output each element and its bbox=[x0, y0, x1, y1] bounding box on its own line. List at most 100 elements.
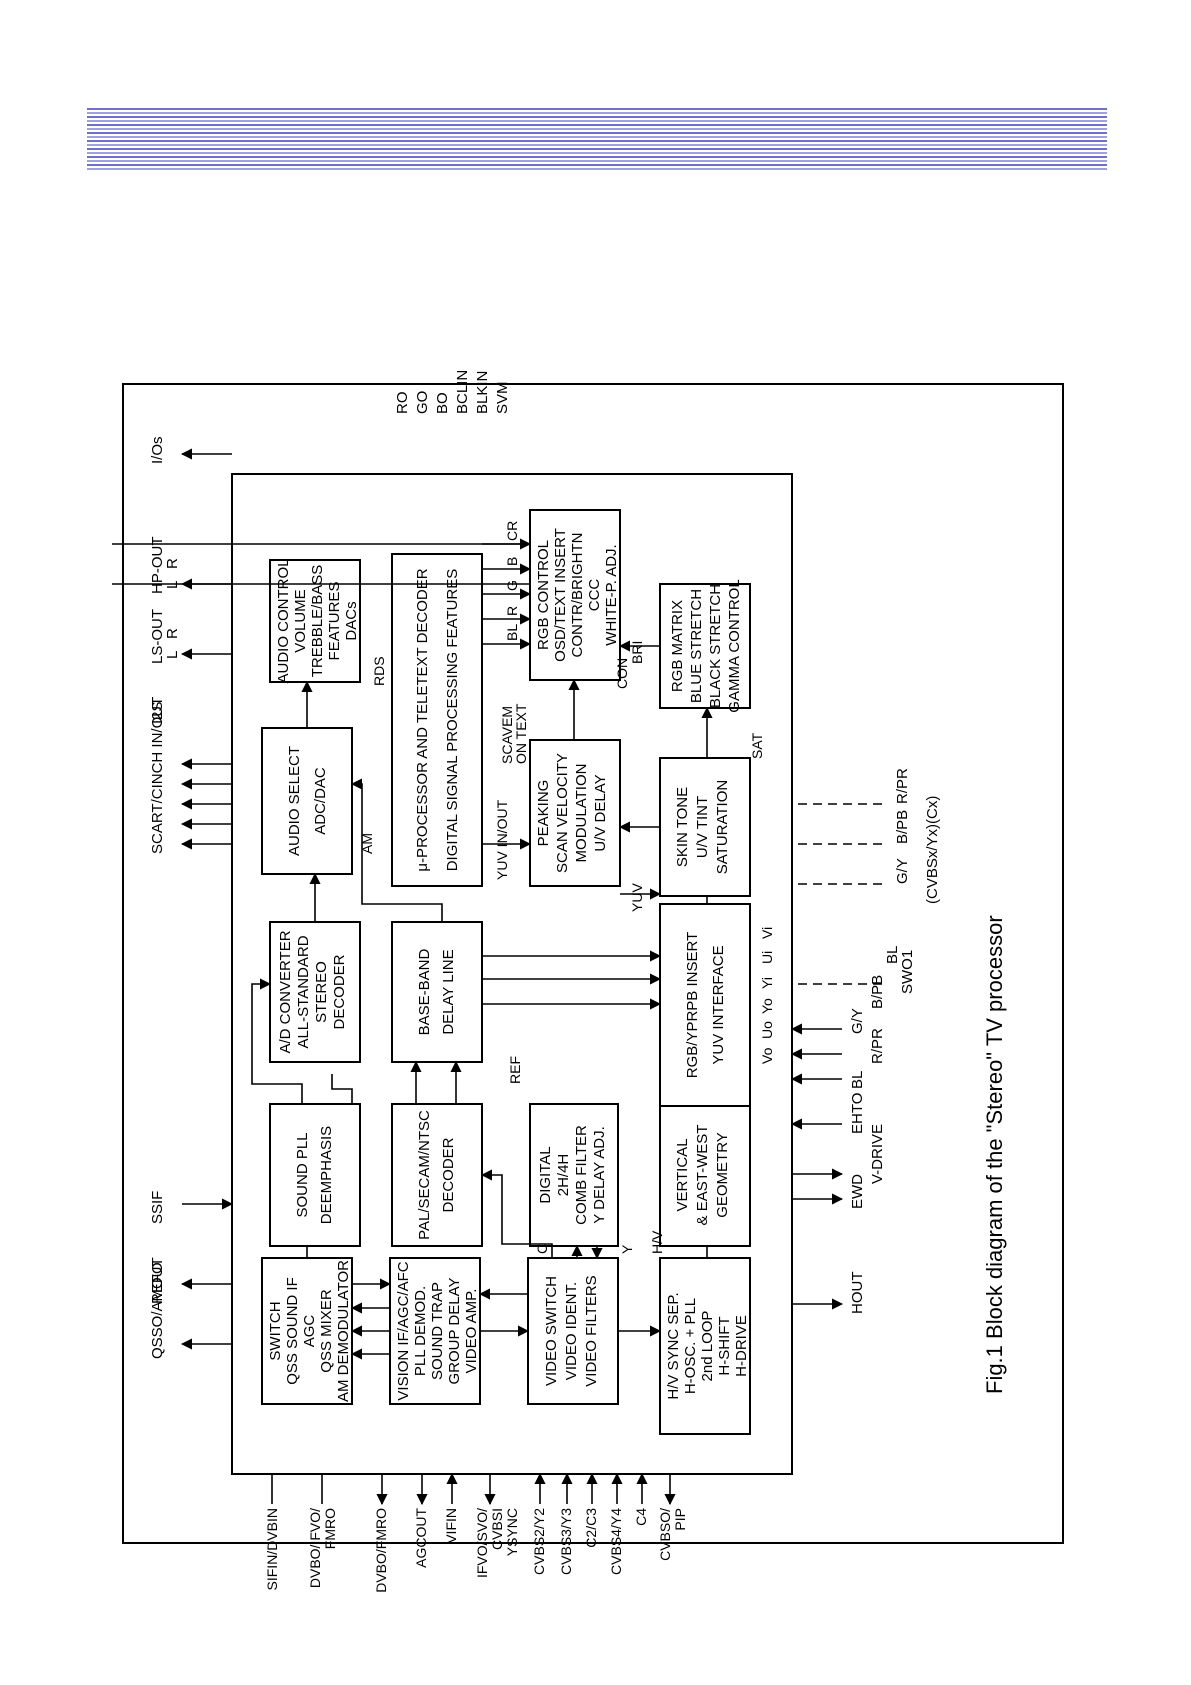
right-pins bbox=[790, 803, 882, 1310]
block-texts: SWITCHQSS SOUND IFAGCQSS MIXERAM DEMODUL… bbox=[267, 528, 750, 1402]
svg-text:EWD: EWD bbox=[849, 1174, 866, 1209]
svg-text:SIFIN/DVBIN: SIFIN/DVBIN bbox=[264, 1508, 280, 1590]
right-pin-labels: HOUT EWD V-DRIVE EHTO BL R/PR G/Y B/PB S… bbox=[849, 768, 941, 1314]
svg-text:R: R bbox=[164, 628, 181, 639]
svg-text:R: R bbox=[504, 606, 520, 616]
figure-caption: Fig.1 Block diagram of the "Stereo" TV p… bbox=[982, 915, 1007, 1394]
svg-text:R/PR: R/PR bbox=[869, 1028, 886, 1064]
svg-text:IFVO/SVO/: IFVO/SVO/ bbox=[474, 1508, 490, 1578]
svg-text:REF: REF bbox=[507, 1056, 523, 1084]
svg-text:CVBSO/: CVBSO/ bbox=[657, 1508, 673, 1561]
svg-text:VIFIN: VIFIN bbox=[443, 1508, 459, 1544]
block-rgb-insert bbox=[659, 903, 751, 1107]
ic-outline bbox=[231, 473, 793, 1475]
svg-text:R: R bbox=[164, 558, 181, 569]
svg-text:DIGITAL2H/4HCOMB FILTERY DELAY: DIGITAL2H/4HCOMB FILTERY DELAY ADJ. bbox=[537, 1125, 608, 1225]
svg-text:Yo: Yo bbox=[759, 998, 775, 1014]
svg-text:RGB CONTROLOSD/TEXT INSERTCONT: RGB CONTROLOSD/TEXT INSERTCONTR/BRIGHTNC… bbox=[535, 528, 620, 662]
svg-text:SVM: SVM bbox=[494, 381, 511, 414]
svg-text:Yi: Yi bbox=[759, 977, 775, 989]
svg-text:QSSO/AMOUT: QSSO/AMOUT bbox=[149, 1257, 166, 1359]
blk-text: SWITCH bbox=[267, 1301, 284, 1360]
block-pal-decoder bbox=[391, 1103, 483, 1247]
block-peaking bbox=[529, 739, 621, 887]
svg-text:DVBO/FMRO: DVBO/FMRO bbox=[373, 1508, 389, 1593]
svg-text:BO: BO bbox=[434, 392, 451, 414]
svg-text:SWITCHQSS SOUND IFAGCQSS MIXER: SWITCHQSS SOUND IFAGCQSS MIXERAM DEMODUL… bbox=[267, 1260, 352, 1402]
svg-text:GO: GO bbox=[414, 391, 431, 414]
svg-text:EHTO: EHTO bbox=[849, 1093, 866, 1134]
internal-labels: AM RDS REF C Y H/V YUV IN/OUT SCAVEM ON … bbox=[359, 521, 775, 1254]
bottom-pins bbox=[271, 1472, 676, 1506]
svg-text:AM: AM bbox=[359, 833, 375, 854]
svg-text:Ui: Ui bbox=[759, 951, 775, 964]
svg-text:YUV IN/OUT: YUV IN/OUT bbox=[494, 799, 510, 880]
svg-text:ON TEXT: ON TEXT bbox=[513, 703, 529, 764]
svg-text:I2S: I2S bbox=[149, 701, 166, 724]
svg-text:G/Y: G/Y bbox=[849, 1008, 866, 1034]
top-pins bbox=[112, 448, 530, 1350]
svg-text:YSYNC: YSYNC bbox=[504, 1508, 520, 1556]
svg-text:PIP: PIP bbox=[672, 1508, 688, 1531]
svg-text:B/PB: B/PB bbox=[869, 975, 886, 1009]
svg-text:SSIF: SSIF bbox=[149, 1191, 166, 1224]
svg-text:B/PB: B/PB bbox=[894, 810, 911, 844]
svg-text:BRI: BRI bbox=[629, 641, 645, 664]
block-diagram: SWITCHQSS SOUND IFAGCQSS MIXERAM DEMODUL… bbox=[112, 370, 1064, 1593]
svg-text:I/Os: I/Os bbox=[149, 436, 166, 464]
svg-text:Y: Y bbox=[619, 1244, 635, 1254]
svg-text:HOUT: HOUT bbox=[849, 1272, 866, 1315]
svg-text:VISION IF/AGC/AFCPLL DEMOD.SOU: VISION IF/AGC/AFCPLL DEMOD.SOUND TRAPGRO… bbox=[395, 1261, 480, 1400]
svg-text:CVBS2/Y2: CVBS2/Y2 bbox=[531, 1508, 547, 1575]
block-delay-line bbox=[391, 921, 483, 1063]
svg-text:Uo: Uo bbox=[759, 1021, 775, 1039]
block-hv-sync bbox=[659, 1257, 751, 1435]
svg-text:CON: CON bbox=[614, 658, 630, 689]
svg-text:HP-OUT: HP-OUT bbox=[149, 537, 166, 595]
block-audio-select bbox=[261, 727, 353, 875]
svg-text:BLKIN: BLKIN bbox=[474, 371, 491, 414]
svg-text:B: B bbox=[504, 557, 520, 566]
svg-text:C4: C4 bbox=[633, 1508, 649, 1526]
svg-text:RO: RO bbox=[394, 392, 411, 415]
svg-text:CVBSI: CVBSI bbox=[489, 1508, 505, 1550]
svg-text:L: L bbox=[164, 581, 181, 589]
svg-text:AUDIO CONTROLVOLUMETREBBLE/BAS: AUDIO CONTROLVOLUMETREBBLE/BASSFEATURESD… bbox=[275, 558, 360, 683]
svg-text:μ-PROCESSOR AND TELETEXT DECOD: μ-PROCESSOR AND TELETEXT DECODERDIGITAL … bbox=[414, 568, 461, 871]
svg-text:BL: BL bbox=[849, 1071, 866, 1089]
block-microprocessor bbox=[391, 553, 483, 887]
svg-text:BCLIN: BCLIN bbox=[454, 370, 471, 414]
svg-text:SAT: SAT bbox=[749, 732, 765, 759]
svg-text:SCART/CINCH IN/OUT: SCART/CINCH IN/OUT bbox=[149, 697, 166, 854]
svg-text:C: C bbox=[534, 1244, 550, 1254]
header-stripes bbox=[87, 108, 1107, 172]
svg-text:REFO: REFO bbox=[149, 1262, 166, 1304]
block-sound-pll bbox=[269, 1103, 361, 1247]
top-pin-labels: QSSO/AMOUT REFO SSIF SCART/CINCH IN/OUT … bbox=[149, 370, 511, 1359]
connections bbox=[251, 538, 713, 1360]
svg-text:SCAVEM: SCAVEM bbox=[499, 706, 515, 764]
svg-text:G/Y: G/Y bbox=[894, 858, 911, 884]
svg-text:A/D CONVERTERALL-STANDARDSTERE: A/D CONVERTERALL-STANDARDSTEREODECODER bbox=[277, 930, 348, 1053]
block-diagram-svg: SWITCHQSS SOUND IFAGCQSS MIXERAM DEMODUL… bbox=[112, 370, 1007, 1593]
svg-text:V-DRIVE: V-DRIVE bbox=[869, 1124, 886, 1184]
svg-text:BL: BL bbox=[884, 946, 901, 964]
svg-text:R/PR: R/PR bbox=[894, 768, 911, 804]
svg-text:SWO1: SWO1 bbox=[899, 950, 916, 994]
svg-text:AGCOUT: AGCOUT bbox=[413, 1508, 429, 1568]
svg-text:C2/C3: C2/C3 bbox=[583, 1508, 599, 1548]
svg-text:L: L bbox=[164, 651, 181, 659]
svg-text:CR: CR bbox=[504, 521, 520, 541]
svg-text:H/V: H/V bbox=[649, 1230, 665, 1254]
svg-text:Vi: Vi bbox=[759, 927, 775, 939]
svg-text:RDS: RDS bbox=[371, 656, 387, 686]
